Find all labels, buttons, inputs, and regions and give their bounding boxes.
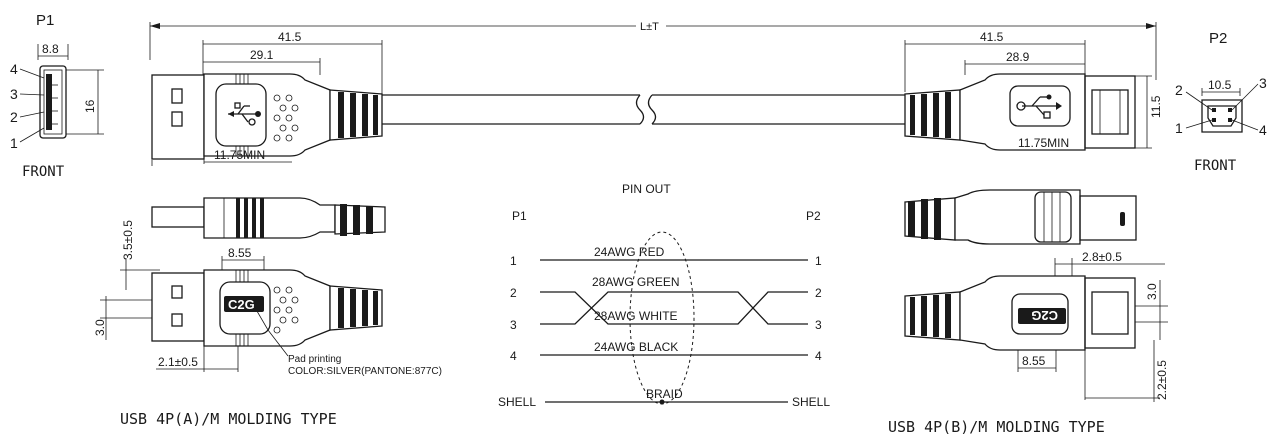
strain-relief-b (904, 89, 961, 141)
connector-b-bottom-view: 2.8±0.5 C2G 3.0 8.55 2.2±0.5 (904, 250, 1169, 402)
cable (382, 94, 905, 125)
p2-pin-1: 1 (1175, 120, 1183, 136)
strain-relief-a-side (334, 204, 386, 236)
pinout-right-1: 1 (815, 254, 822, 268)
length-label: L±T (640, 21, 659, 33)
a-min-dim: 11.75MIN (214, 148, 265, 162)
p2-front-label: FRONT (1194, 158, 1237, 174)
p2-pin-4: 4 (1259, 122, 1267, 138)
p2-label: P2 (1209, 30, 1227, 47)
b-offset-dim: 2.2±0.5 (1155, 360, 1169, 400)
p1-label: P1 (36, 12, 54, 29)
a-depth-dim: 8.55 (228, 246, 252, 260)
usb-trident-icon-a (228, 102, 261, 126)
wire-label-3: 28AWG WHITE (594, 309, 678, 323)
pinout-schematic: PIN OUT P1 P2 24AWG RED 28AWG GREEN 28AW… (498, 182, 830, 409)
b-overall-dim: 41.5 (980, 30, 1004, 44)
pinout-left-3: 3 (510, 318, 517, 332)
p2-front-view: P2 10.5 2 1 3 4 FRONT (1175, 30, 1267, 174)
usb-trident-icon-b (1016, 94, 1062, 119)
pinout-title: PIN OUT (622, 182, 671, 196)
overall-length-dimension: L±T (149, 18, 1157, 80)
a-thickness-dim: 3.0 (93, 319, 107, 336)
p1-pin-2: 2 (10, 109, 18, 125)
p1-pin-4: 4 (10, 61, 18, 77)
pinout-left-4: 4 (510, 349, 517, 363)
wire-label-4: 24AWG BLACK (594, 340, 678, 354)
shell-right-label: SHELL (792, 395, 830, 409)
p1-front-label: FRONT (22, 164, 65, 180)
grip-dots-a-bottom (273, 286, 299, 334)
b-body-dim: 28.9 (1006, 50, 1030, 64)
b-height-dim: 11.5 (1149, 95, 1163, 118)
strain-relief-a-bottom (329, 285, 383, 331)
connector-a-side-view (151, 197, 386, 239)
b-side-dim: 2.8±0.5 (1082, 250, 1122, 264)
pad-printing-label: Pad printing (288, 354, 341, 365)
a-overall-dim: 41.5 (278, 30, 302, 44)
pinout-p2-label: P2 (806, 209, 821, 223)
strain-relief-a (329, 89, 383, 141)
a-offset-dim: 2.1±0.5 (158, 355, 198, 369)
shell-left-label: SHELL (498, 395, 536, 409)
p1-front-view: P1 8.8 16 4 3 2 1 FRONT (10, 12, 104, 180)
pad-printing-color: COLOR:SILVER(PANTONE:877C) (288, 366, 442, 377)
p1-pin-1: 1 (10, 135, 18, 151)
a-side-height-dim: 3.5±0.5 (121, 220, 135, 260)
b-depth-dim: 8.55 (1022, 354, 1046, 368)
b-thickness-dim: 3.0 (1145, 283, 1159, 300)
strain-relief-b-side (904, 197, 956, 241)
wire-label-2: 28AWG GREEN (592, 275, 680, 289)
a-body-dim: 29.1 (250, 48, 274, 62)
p2-width-dim: 10.5 (1208, 78, 1232, 92)
p1-pin-3: 3 (10, 86, 18, 102)
connector-a-bottom-view: 3.5±0.5 8.55 C2G (93, 220, 442, 377)
p2-pin-2: 2 (1175, 82, 1183, 98)
brand-mark-a: C2G (228, 297, 255, 312)
b-min-dim: 11.75MIN (1018, 136, 1069, 150)
pinout-right-3: 3 (815, 318, 822, 332)
connector-b-top-view: 41.5 28.9 (904, 30, 1163, 151)
pinout-left-2: 2 (510, 286, 517, 300)
strain-relief-b-bottom (904, 291, 961, 341)
brand-mark-b: C2G (1031, 308, 1058, 323)
pinout-p1-label: P1 (512, 209, 527, 223)
pinout-right-2: 2 (815, 286, 822, 300)
pinout-right-4: 4 (815, 349, 822, 363)
connector-a-top-view: 41.5 29.1 (151, 30, 383, 166)
wire-label-1: 24AWG RED (594, 245, 665, 259)
connector-b-side-view (904, 189, 1137, 245)
caption-b: USB 4P(B)/M MOLDING TYPE (888, 418, 1105, 434)
caption-a: USB 4P(A)/M MOLDING TYPE (120, 410, 337, 428)
p1-width-dim: 8.8 (42, 42, 59, 56)
p2-pin-3: 3 (1259, 75, 1267, 91)
p1-height-dim: 16 (83, 99, 97, 113)
grip-dots-a (273, 94, 299, 142)
braid-label: BRAID (646, 387, 683, 401)
pinout-left-1: 1 (510, 254, 517, 268)
